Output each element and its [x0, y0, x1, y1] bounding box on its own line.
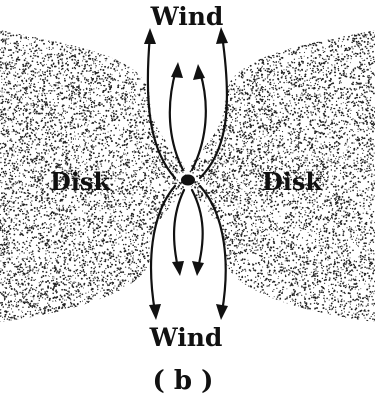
wind-down-outer-right-arrow	[200, 186, 226, 312]
wind-down-inner-left-arrow	[174, 190, 184, 268]
wind-up-outer-right-arrow	[200, 35, 227, 178]
wind-down-outer-left-arrow	[151, 186, 175, 312]
arrowhead-up-icon	[193, 64, 205, 80]
wind-up-inner-right-arrow	[192, 72, 206, 170]
arrowhead-down-icon	[172, 261, 184, 276]
disk-right-label: Disk	[262, 167, 323, 196]
arrowhead-up-icon	[171, 62, 183, 78]
wind-up-inner-left-arrow	[170, 70, 183, 170]
central-source-dot	[181, 175, 195, 186]
wind-down-inner-right-arrow	[192, 190, 203, 268]
arrowhead-down-icon	[216, 304, 228, 320]
disk-left-label: Disk	[50, 167, 111, 196]
wind-bottom-label: Wind	[149, 323, 223, 352]
wind-up-outer-left-arrow	[148, 35, 175, 178]
wind-top-label: Wind	[150, 2, 224, 31]
wind-up-arrows	[144, 27, 228, 178]
arrowhead-down-icon	[149, 304, 161, 320]
caption-label: ( b )	[153, 366, 214, 396]
arrowhead-down-icon	[192, 261, 204, 276]
